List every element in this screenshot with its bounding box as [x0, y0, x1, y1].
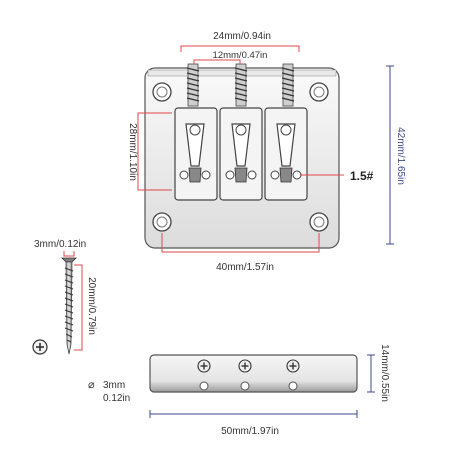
side-screw-head-3-icon [286, 359, 300, 373]
spring-2 [234, 63, 248, 107]
saddle-3 [264, 107, 308, 201]
label-spacing: 12mm/0.47in [213, 50, 268, 61]
label-screw-diameter: 3mm/0.12in [34, 239, 86, 250]
diameter-symbol-icon: ⌀ [88, 379, 95, 391]
label-screw-size: 1.5# [350, 169, 374, 183]
corner-hole-bottom-right [309, 212, 329, 232]
label-hole-size-mm: 3mm [103, 380, 125, 391]
intonation-springs [186, 63, 295, 107]
label-side-width: 50mm/1.97in [221, 426, 279, 437]
corner-hole-bottom-left [152, 212, 172, 232]
bridge-plate [144, 63, 340, 249]
label-base-width: 40mm/1.57in [216, 262, 274, 273]
side-hole-2 [240, 381, 250, 391]
side-hole-1 [199, 381, 209, 391]
screw-head-phillips-icon [32, 339, 48, 355]
label-top-width: 24mm/0.94in [213, 31, 271, 42]
blue-dimension-lines [149, 65, 394, 418]
saddle-1 [174, 107, 218, 201]
label-hole-size-in: 0.12in [103, 393, 130, 404]
side-screw-head-1-icon [197, 359, 211, 373]
spring-3 [281, 63, 295, 107]
side-screw-head-2-icon [238, 359, 252, 373]
saddle-2 [219, 107, 263, 201]
corner-hole-top-left [152, 82, 172, 102]
label-side-height: 14mm/0.55in [379, 344, 390, 402]
mounting-screw [61, 257, 77, 355]
corner-hole-top-right [309, 82, 329, 102]
label-height-right: 42mm/1.65in [395, 127, 406, 185]
label-screw-length: 20mm/0.79in [86, 277, 97, 335]
spring-1 [186, 63, 200, 107]
label-height-left: 28mm/1.10in [127, 123, 138, 181]
bridge-side-view [149, 354, 358, 393]
side-hole-3 [288, 381, 298, 391]
red-dimension-lines [63, 45, 344, 351]
